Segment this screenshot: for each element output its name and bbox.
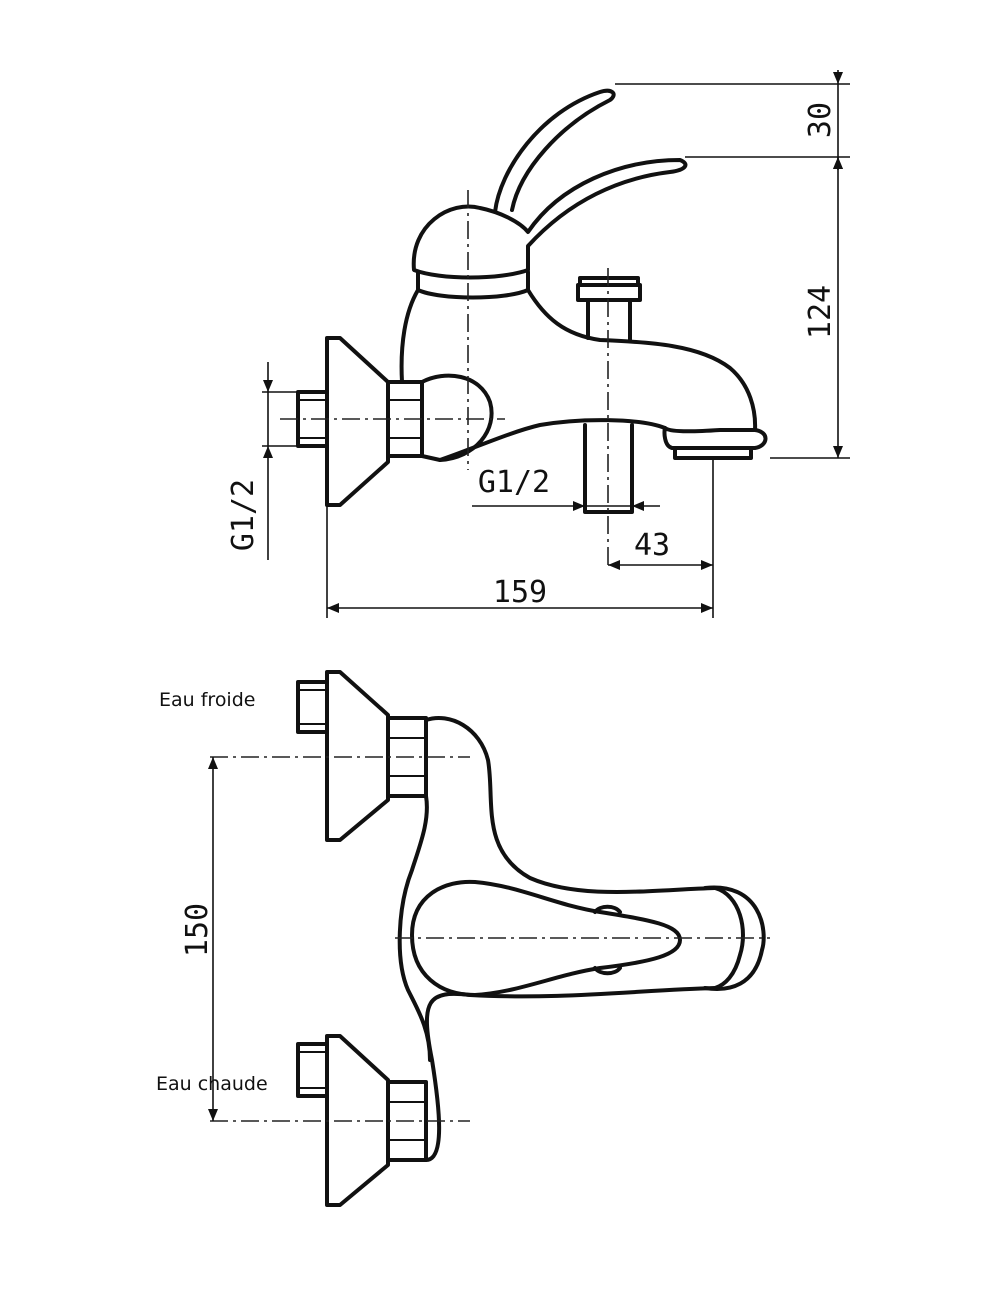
side-spout-outlet [662,426,768,450]
side-diverter-knob [576,283,642,342]
side-lever-raised [493,88,616,214]
side-handle-dome [411,158,688,280]
dim-thread-outlet: G1/2 [472,465,660,511]
side-wall-flange [325,336,390,507]
top-faucet-body [397,716,717,1162]
dim-thread-inlet: G1/2 [226,362,298,560]
side-faucet-body [399,288,758,462]
dim-lever: 30 [615,70,850,170]
dim-height-label: 124 [803,285,838,339]
top-hot-flange [325,1034,390,1207]
dim-thread-outlet-label: G1/2 [478,465,550,500]
side-outlet-stub [583,423,634,514]
dim-spout-offset: 43 [608,460,714,618]
dim-height: 124 [770,157,850,459]
top-view: 150 Eau froide Eau chaude [156,670,770,1207]
dim-thread-inlet-label: G1/2 [226,479,261,551]
dim-depth-label: 159 [493,575,547,610]
dim-spacing: 150 [180,757,218,1121]
top-spout-end [703,885,766,991]
top-cold-flange [325,670,390,842]
dim-spacing-label: 150 [180,903,215,957]
label-hot-water: Eau chaude [156,1073,268,1095]
dim-depth: 159 [326,505,713,618]
dim-spout-offset-label: 43 [634,528,670,563]
label-cold-water: Eau froide [159,689,255,711]
side-view: 30 124 G1/2 G1/2 [226,70,850,618]
top-handle-lever [410,879,682,997]
dim-lever-label: 30 [803,102,838,138]
